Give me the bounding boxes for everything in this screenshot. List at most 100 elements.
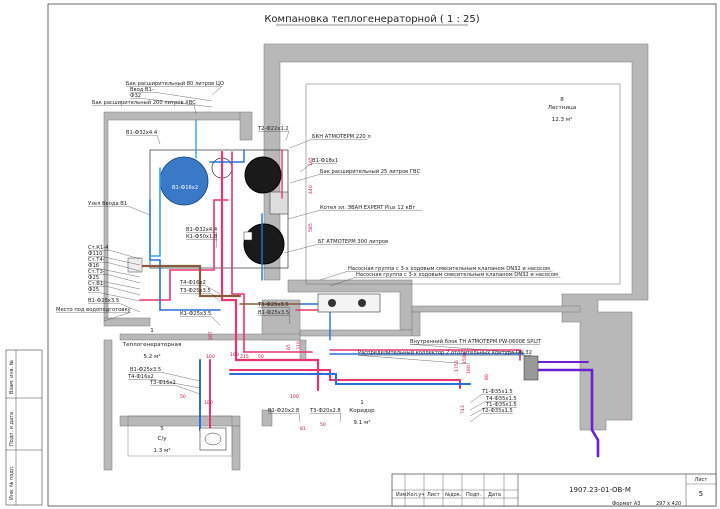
callout-leader: [319, 271, 349, 281]
callout-label: Ф25: [88, 287, 99, 293]
stamp-code: 1907.23-01-ОВ-М: [569, 486, 631, 494]
dimension-label: 1750: [454, 360, 460, 372]
callout-leader: [156, 135, 161, 145]
callout-label: БГ АТМОТЕРМ 300 литров: [318, 239, 388, 245]
room-corridor-name: Коридор: [349, 408, 375, 414]
callout-leader: [106, 262, 141, 272]
dimension-label: 585: [308, 223, 314, 232]
dimension-label: 215: [240, 354, 249, 360]
room-corridor-area: 9.1 м²: [353, 419, 370, 426]
stamp-col-list: Лист: [427, 492, 440, 498]
room-corridor-number: 1: [360, 400, 364, 406]
callout-leader: [283, 244, 319, 254]
callout-label: Ф32: [130, 93, 141, 99]
callout-label: К1-Ф50х1.8: [186, 234, 217, 240]
dimension-label: 160: [466, 365, 472, 374]
format-size: 297 х 420: [656, 501, 681, 507]
format-label: Формат А3: [612, 501, 640, 507]
room-boiler-name: Теплогенераторная: [122, 342, 182, 348]
stamp-col-date: Дата: [488, 492, 501, 498]
drawing-frame: [47, 3, 717, 507]
callout-label: Ст.К1-4: [88, 245, 109, 251]
callout-label: Т1-Ф35х1.5: [485, 402, 517, 408]
callout-label: Ф25: [88, 275, 99, 281]
dimensions: 1654405852072155010065100310501008150160…: [180, 157, 490, 432]
callout-leader: [215, 239, 218, 249]
expansion-tank-200-icon: [159, 156, 209, 206]
callout-label: В1-Ф32х4.4: [186, 227, 218, 233]
stamp-col-podp: Подп.: [466, 492, 482, 498]
callout-label: Т4-Ф16х2: [127, 374, 154, 380]
callout-leader: [298, 413, 301, 423]
callout-label: К1-Ф25х3.5: [180, 311, 211, 317]
callout-label: Т3-Ф25х3.5: [179, 288, 211, 294]
callout-label: Котел эл. ЭВАН EXPERT Plus 12 кВт: [320, 205, 415, 211]
callout-label: Распределительный коллектор 2 отопительн…: [358, 349, 532, 356]
callout-label: Насосная группа с 3-х ходовым смесительн…: [348, 266, 550, 272]
dimension-label: 80: [484, 374, 490, 380]
callout-label: БКН АТМОТЕРМ 220 л: [312, 134, 371, 140]
callout-leader: [139, 98, 213, 108]
callout-leader: [469, 394, 483, 404]
callout-label: Т3-Ф25х3.5: [257, 302, 289, 308]
room-labels: 8 Лестница 12.3 м² 1 Теплогенераторная 5…: [122, 97, 577, 454]
callout-leader: [204, 285, 221, 295]
callout-leader: [97, 280, 141, 290]
dimension-label: 165: [308, 157, 314, 166]
callout-leader: [288, 307, 291, 317]
dimension-label: 743: [460, 405, 466, 414]
callout-label: Т1-Ф35х1.5: [481, 389, 513, 395]
callout-label: Ст.В1-: [88, 281, 105, 287]
callout-leader: [329, 277, 357, 287]
callout-label: Т2-Ф35х1.5: [481, 408, 513, 414]
callout-leader: [106, 274, 141, 284]
room-stair-name: Лестница: [548, 105, 577, 111]
room-stair-number: 8: [560, 97, 564, 103]
room-wc-name: С/у: [157, 436, 167, 442]
dhw-tank-220-icon: [244, 156, 282, 194]
callout-leader: [211, 86, 223, 96]
callout-leader: [289, 174, 321, 184]
dimension-label: 100: [206, 354, 215, 360]
dimension-label: 440: [308, 185, 314, 194]
dimension-label: 100: [230, 352, 239, 358]
side-label-inv: Инв. № подл.: [9, 465, 15, 500]
callout-label: Ф110: [88, 251, 102, 257]
callout-label: Место под водоподготовку: [56, 307, 131, 313]
callout-label: Т4-Ф16х2: [179, 280, 206, 286]
side-label-replace: Взам. инв. №: [9, 359, 15, 394]
callout-leader: [128, 206, 151, 216]
tank-label: В1-Ф16х2: [172, 185, 198, 191]
callout-leader: [409, 344, 525, 354]
callout-label: Т3-Ф20х2.8: [309, 408, 341, 414]
stamp-sheet-label: Лист: [695, 477, 708, 483]
room-boiler-number: 1: [150, 328, 154, 334]
dimension-label: 1500: [462, 352, 468, 364]
callout-label: Бак расширительный 25 литров ГВС: [320, 168, 421, 175]
side-label-sign: Подп. и дата: [9, 412, 15, 446]
callout-label: В1-Ф25х3.5: [258, 310, 289, 316]
callout-leader: [287, 210, 321, 220]
callout-label: В1-Ф32х4.4: [126, 130, 158, 136]
callout-leader: [174, 385, 201, 395]
callout-leader: [109, 250, 141, 260]
callout-leader: [469, 407, 487, 417]
side-stamp: Взам. инв. № Подп. и дата Инв. № подл.: [5, 349, 43, 506]
riser-icon: [127, 257, 143, 273]
callout-label: Бак расширительный 200 литров ХВС: [92, 99, 196, 106]
electric-boiler-icon: [269, 191, 289, 215]
callout-leader: [289, 139, 313, 149]
callout-label: Насосная группа с 3-х ходовым смесительн…: [356, 272, 558, 278]
buffer-tank-300-icon: [243, 223, 285, 265]
callout-label: Ст.Т3-: [88, 269, 105, 275]
pipes: [138, 119, 600, 458]
pump-icon: [328, 299, 336, 307]
callout-leader: [100, 256, 141, 266]
callout-label: Т2-Ф22х1.2: [257, 126, 289, 132]
callout-label: В1-Ф25х3.5: [88, 298, 119, 304]
stamp-col-izm: Изм.: [396, 492, 408, 498]
callout-label: В1-Ф25х3.5: [130, 367, 161, 373]
callout-leader: [118, 303, 141, 313]
callout-leader: [469, 413, 483, 423]
